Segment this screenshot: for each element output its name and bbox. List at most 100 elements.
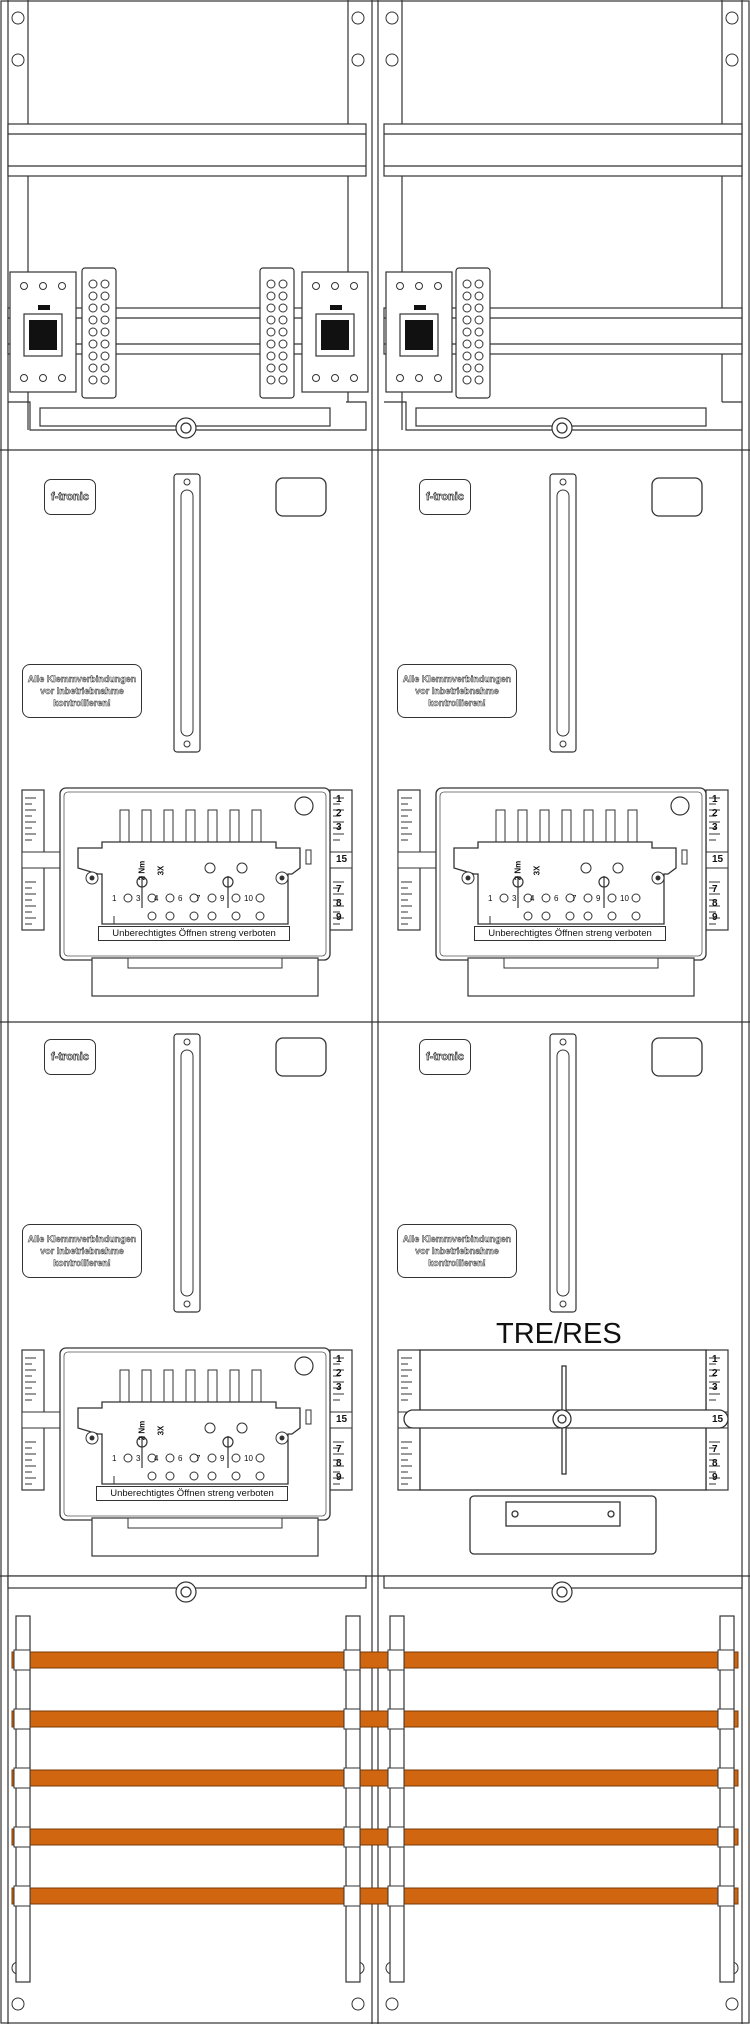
terminal-number: 6 xyxy=(178,1454,183,1463)
busbar-holder xyxy=(387,1885,405,1907)
terminal-number: 7 xyxy=(196,1454,201,1463)
rail-number: 9 xyxy=(712,1472,718,1483)
busbar xyxy=(11,1828,739,1846)
warning-label-1: Unberechtigtes Öffnen streng verboten xyxy=(98,926,290,941)
brand-logo-3: f-tronic xyxy=(44,1039,96,1075)
busbar xyxy=(11,1710,739,1728)
warning-label-3: Unberechtigtes Öffnen streng verboten xyxy=(96,1486,288,1501)
rail-number: 1 xyxy=(712,1354,718,1365)
terminal-number: 10 xyxy=(620,894,629,903)
check-notice-line: kontrollieren! xyxy=(428,1258,486,1269)
brand-logo-1: f-tronic xyxy=(44,479,96,515)
rail-number: 15 xyxy=(712,1414,724,1425)
check-notice-4: Alle Klemmverbindungen vor Inbetriebnahm… xyxy=(397,1224,517,1278)
terminal-number: 4 xyxy=(154,894,159,903)
rail-number: 9 xyxy=(336,912,342,923)
busbar xyxy=(11,1651,739,1669)
busbar xyxy=(11,1769,739,1787)
terminal-number: 6 xyxy=(178,894,183,903)
check-notice-line: kontrollieren! xyxy=(53,698,111,709)
busbar-holder xyxy=(13,1826,31,1848)
rail-number: 9 xyxy=(336,1472,342,1483)
check-notice-line: Alle Klemmverbindungen xyxy=(402,674,512,685)
rail-number: 2 xyxy=(712,1368,718,1379)
busbar-holder xyxy=(387,1649,405,1671)
rail-number: 15 xyxy=(336,854,348,865)
terminal-mark-1: 3X xyxy=(156,865,166,876)
busbar-holder xyxy=(13,1767,31,1789)
rail-number: 8 xyxy=(712,1458,718,1469)
terminal-number: 10 xyxy=(244,1454,253,1463)
busbar-holder xyxy=(13,1885,31,1907)
terminal-number: 9 xyxy=(220,1454,225,1463)
check-notice-line: kontrollieren! xyxy=(53,1258,111,1269)
busbar-holder xyxy=(387,1708,405,1730)
terminal-mark-3: 3X xyxy=(156,1425,166,1436)
terminal-number: 6 xyxy=(554,894,559,903)
check-notice-line: vor Inbetriebnahme xyxy=(40,1246,124,1257)
check-notice-line: kontrollieren! xyxy=(428,698,486,709)
rail-number: 3 xyxy=(336,1382,342,1393)
rail-number: 2 xyxy=(336,1368,342,1379)
torque-label-1: 2 Nm xyxy=(137,860,147,881)
check-notice-line: Alle Klemmverbindungen xyxy=(27,674,137,685)
slot-title: TRE/RES xyxy=(496,1318,622,1350)
brand-logo-4: f-tronic xyxy=(419,1039,471,1075)
busbar-holder xyxy=(717,1826,735,1848)
terminal-number: 4 xyxy=(530,894,535,903)
check-notice-line: Alle Klemmverbindungen xyxy=(402,1234,512,1245)
busbar-holder xyxy=(717,1885,735,1907)
busbar-group xyxy=(11,1649,739,1907)
rail-number: 3 xyxy=(712,1382,718,1393)
busbar-holder xyxy=(343,1826,361,1848)
terminal-number: 4 xyxy=(154,1454,159,1463)
rail-number: 2 xyxy=(712,808,718,819)
terminal-number: 1 xyxy=(112,894,117,903)
torque-label-3: 2 Nm xyxy=(137,1420,147,1441)
busbar-holder xyxy=(343,1885,361,1907)
rail-number: 1 xyxy=(712,794,718,805)
rail-number: 3 xyxy=(712,822,718,833)
busbar-holder xyxy=(13,1649,31,1671)
terminal-mark-2: 3X xyxy=(532,865,542,876)
rail-number: 3 xyxy=(336,822,342,833)
rail-number: 7 xyxy=(336,884,342,895)
terminal-number: 1 xyxy=(488,894,493,903)
check-notice-3: Alle Klemmverbindungen vor Inbetriebnahm… xyxy=(22,1224,142,1278)
check-notice-2: Alle Klemmverbindungen vor Inbetriebnahm… xyxy=(397,664,517,718)
busbar-holder xyxy=(717,1767,735,1789)
busbar-holder xyxy=(343,1649,361,1671)
check-notice-1: Alle Klemmverbindungen vor Inbetriebnahm… xyxy=(22,664,142,718)
busbar-holder xyxy=(343,1767,361,1789)
busbar-holder xyxy=(13,1708,31,1730)
busbar-holder xyxy=(717,1708,735,1730)
rail-number: 7 xyxy=(336,1444,342,1455)
terminal-number: 9 xyxy=(596,894,601,903)
rail-number: 9 xyxy=(712,912,718,923)
rail-number: 8 xyxy=(336,898,342,909)
terminal-number: 7 xyxy=(196,894,201,903)
rail-number: 15 xyxy=(712,854,724,865)
check-notice-line: vor Inbetriebnahme xyxy=(415,1246,499,1257)
busbar xyxy=(11,1887,739,1905)
rail-number: 8 xyxy=(336,1458,342,1469)
rail-number: 15 xyxy=(336,1414,348,1425)
brand-logo-2: f-tronic xyxy=(419,479,471,515)
busbar-holder xyxy=(717,1649,735,1671)
rail-number: 7 xyxy=(712,1444,718,1455)
rail-number: 7 xyxy=(712,884,718,895)
rail-number: 1 xyxy=(336,794,342,805)
rail-number: 1 xyxy=(336,1354,342,1365)
terminal-number: 9 xyxy=(220,894,225,903)
terminal-number: 7 xyxy=(572,894,577,903)
terminal-number: 3 xyxy=(136,1454,141,1463)
busbar-holder xyxy=(387,1767,405,1789)
check-notice-line: vor Inbetriebnahme xyxy=(40,686,124,697)
busbar-holder xyxy=(387,1826,405,1848)
rail-number: 8 xyxy=(712,898,718,909)
torque-label-2: 2 Nm xyxy=(513,860,523,881)
check-notice-line: Alle Klemmverbindungen xyxy=(27,1234,137,1245)
terminal-number: 10 xyxy=(244,894,253,903)
rail-number: 2 xyxy=(336,808,342,819)
